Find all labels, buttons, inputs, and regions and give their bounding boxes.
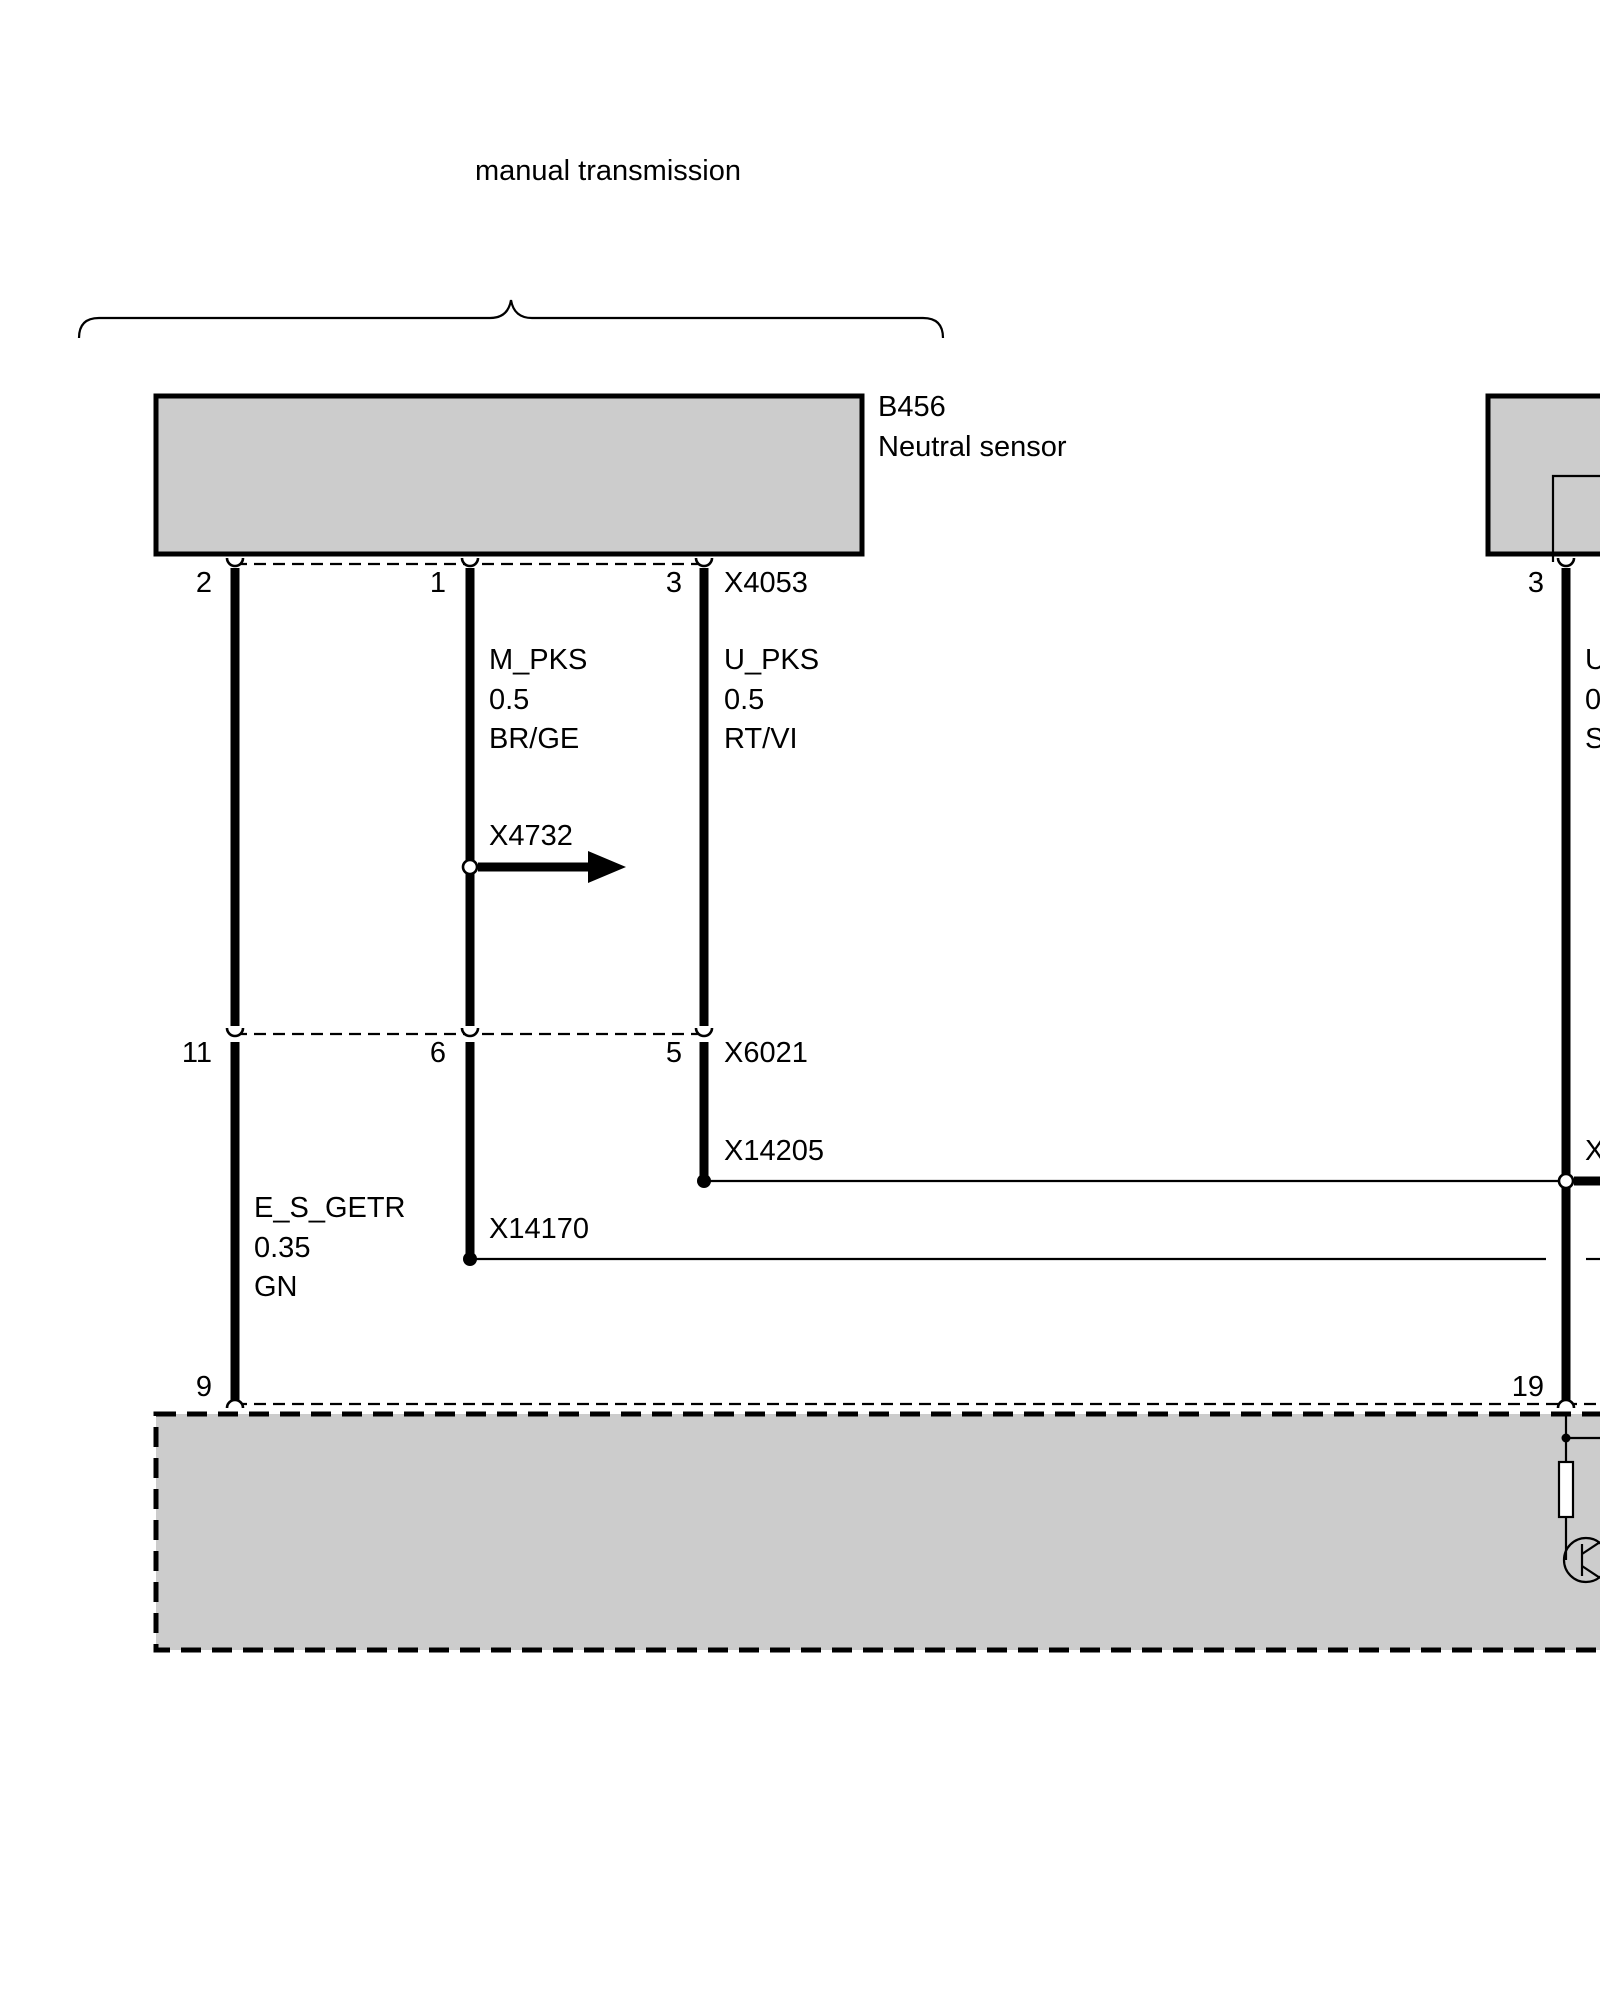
- component-id: B456: [878, 391, 946, 423]
- pin-cup-2: [225, 557, 245, 568]
- wire-color-m-pks: BR/GE: [489, 723, 579, 755]
- splice-label-x14170: X14170: [489, 1213, 589, 1245]
- component-box: [153, 393, 865, 557]
- group-brace: [77, 299, 945, 339]
- wire-signal-e-s-getr: E_S_GETR: [254, 1192, 406, 1224]
- right-wire-signal-clipped: U: [1585, 644, 1600, 676]
- pin-cup-1: [460, 557, 480, 568]
- pin-number-2: 2: [196, 567, 212, 599]
- wire-size-e-s-getr: 0.35: [254, 1232, 310, 1264]
- component-name: Neutral sensor: [878, 431, 1067, 463]
- right-wire-color-clipped: S: [1585, 723, 1600, 755]
- pin-cup-6: [460, 1027, 480, 1038]
- right-component-internal-line: [1551, 474, 1600, 562]
- pin-cap-19: [1556, 1398, 1576, 1409]
- pin-number-5: 5: [666, 1037, 682, 1069]
- right-splice-label-clipped: X: [1585, 1135, 1600, 1167]
- right-wire-size-clipped: 0: [1585, 684, 1600, 716]
- pin-cup-3: [694, 557, 714, 568]
- wire-size-m-pks: 0.5: [489, 684, 529, 716]
- splice-x4732-node: [461, 858, 479, 876]
- pin-cup-11: [225, 1027, 245, 1038]
- arrow-head-icon: [588, 851, 626, 883]
- pin-cap-9: [225, 1398, 245, 1409]
- group-label: manual transmission: [475, 155, 741, 187]
- wire-color-e-s-getr: GN: [254, 1271, 298, 1303]
- wire-size-u-pks: 0.5: [724, 684, 764, 716]
- splice-label-x14205: X14205: [724, 1135, 824, 1167]
- splice-x14170-dot: [463, 1252, 477, 1266]
- transistor-symbol: [1562, 1536, 1600, 1584]
- pin-number-9: 9: [196, 1371, 212, 1403]
- splice-x14205-dot: [697, 1174, 711, 1188]
- pin-number-11: 11: [182, 1037, 212, 1069]
- pin-number-3: 3: [666, 567, 682, 599]
- connector-label-x4053: X4053: [724, 567, 808, 599]
- pin-number-1: 1: [430, 567, 446, 599]
- pin-number-6: 6: [430, 1037, 446, 1069]
- transistor-emitter: [1581, 1565, 1600, 1579]
- wire-signal-u-pks: U_PKS: [724, 644, 819, 676]
- connector-label-x6021: X6021: [724, 1037, 808, 1069]
- splice-label-x4732: X4732: [489, 820, 573, 852]
- pin-cup-5: [694, 1027, 714, 1038]
- wire-signal-m-pks: M_PKS: [489, 644, 587, 676]
- splice-right-dot: [1557, 1172, 1575, 1190]
- resistor-symbol: [1557, 1460, 1575, 1519]
- control-unit-box: [153, 1411, 1600, 1653]
- wire-color-u-pks: RT/VI: [724, 723, 798, 755]
- pin-number-right-3: 3: [1528, 567, 1544, 599]
- pin-number-19: 19: [1512, 1371, 1544, 1403]
- pin-cup-right-3: [1556, 557, 1576, 568]
- transistor-collector: [1581, 1541, 1600, 1555]
